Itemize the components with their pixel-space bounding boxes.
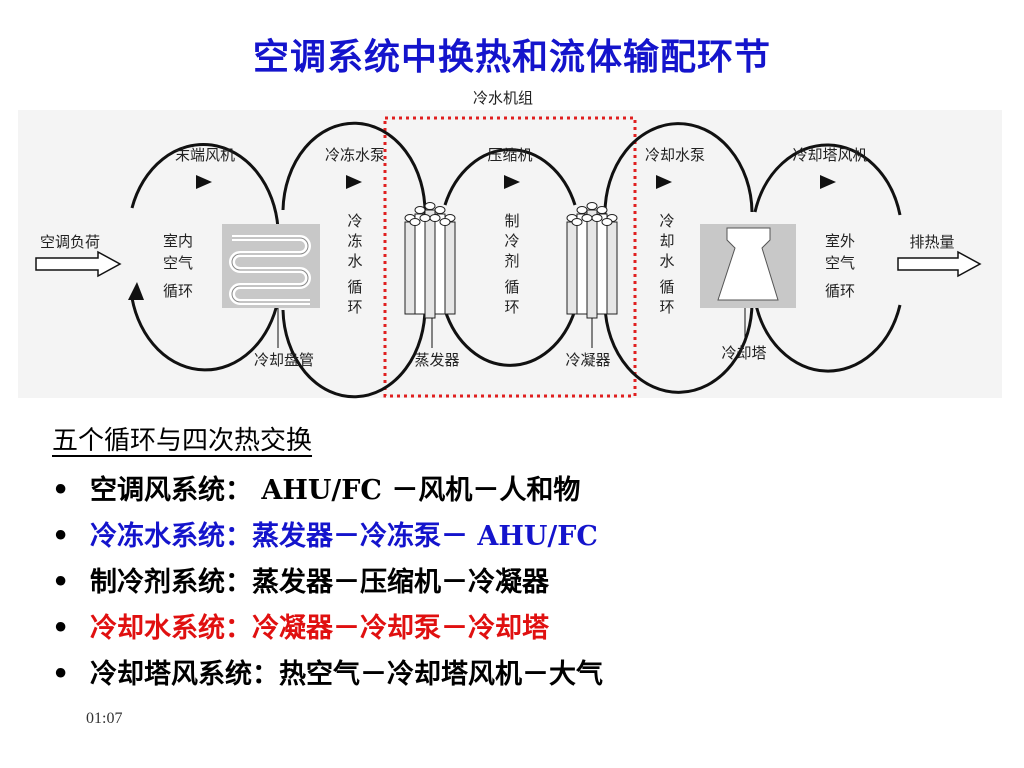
tube-end	[576, 206, 588, 214]
tube-end	[439, 218, 451, 226]
tube	[596, 213, 608, 315]
label-fan-end: 末端风机	[175, 146, 235, 164]
cycle-label-c1: 空气	[163, 254, 193, 272]
cycle-label-c1: 室内	[163, 232, 193, 250]
cycle-chilled-water	[281, 121, 427, 399]
tube	[606, 221, 618, 315]
cycle-label-c2: 循	[347, 278, 362, 296]
condenser-bundle	[566, 202, 618, 319]
bullet-text: 冷冻水系统：蒸发器－冷冻泵－ AHU/FC	[90, 521, 598, 552]
label-tower-fan: 冷却塔风机	[792, 146, 867, 164]
tube-end	[414, 206, 426, 214]
chiller-frame	[383, 116, 637, 398]
load-in-arrow	[35, 250, 122, 278]
tube	[424, 209, 436, 319]
label-coil: 冷却盘管	[254, 351, 314, 369]
cycle-label-c2: 水	[347, 252, 362, 270]
tube-end	[434, 206, 446, 214]
label-heat-out: 排热量	[909, 233, 954, 251]
cycle-label-c2: 环	[347, 298, 362, 316]
bullet-item: • 空调风系统： AHU/FC －风机－人和物	[52, 468, 603, 514]
cycle-label-c4: 却	[659, 232, 674, 250]
tube-end	[591, 214, 603, 222]
cycle-label-c2: 冷	[347, 212, 362, 230]
arrow-fan-end	[196, 175, 212, 189]
tube	[566, 221, 578, 315]
label-chw-pump: 冷冻水泵	[325, 146, 385, 164]
bullet-text: 冷却塔风系统：热空气－冷却塔风机－大气	[90, 659, 603, 690]
arrow-tower-fan	[820, 175, 836, 189]
bullet-list: • 空调风系统： AHU/FC －风机－人和物 • 冷冻水系统：蒸发器－冷冻泵－ AH…	[52, 468, 603, 698]
cycle-label-c5: 循环	[825, 282, 855, 300]
tube-end	[429, 214, 441, 222]
slide-title: 空调系统中换热和流体输配环节	[252, 37, 771, 78]
label-compressor: 压缩机	[487, 146, 532, 164]
label-condenser: 冷凝器	[565, 351, 610, 369]
tube	[404, 221, 416, 315]
bullet-dot: •	[52, 475, 70, 506]
section-subtitle: 五个循环与四次热交换	[52, 426, 313, 456]
bullet-item: • 制冷剂系统：蒸发器－压缩机－冷凝器	[52, 560, 603, 606]
bullet-dot: •	[52, 659, 70, 690]
cycle-label-c3: 剂	[504, 252, 519, 270]
tube	[586, 209, 598, 319]
tube-end	[571, 218, 583, 226]
cycle-label-c5: 室外	[825, 232, 855, 250]
cycle-label-c3: 环	[504, 298, 519, 316]
cycle-label-c3: 冷	[504, 232, 519, 250]
bullet-dot: •	[52, 613, 70, 644]
arrow-cw-pump	[656, 175, 672, 189]
bullet-text: 制冷剂系统：蒸发器－压缩机－冷凝器	[90, 567, 549, 598]
cycle-label-c4: 冷	[659, 212, 674, 230]
tube-end	[409, 218, 421, 226]
tube-end	[596, 206, 608, 214]
tube-end	[581, 214, 593, 222]
label-cw-pump: 冷却水泵	[645, 146, 705, 164]
cooling-coil	[222, 224, 320, 308]
chiller-label: 冷水机组	[473, 89, 533, 107]
label-tower: 冷却塔	[721, 344, 766, 362]
bullet-item: • 冷却塔风系统：热空气－冷却塔风机－大气	[52, 652, 603, 698]
tube-end	[424, 202, 436, 210]
arrow-indoor-bottom	[128, 282, 144, 300]
bullet-dot: •	[52, 521, 70, 552]
diagram-background	[18, 110, 1002, 398]
tube-end	[586, 202, 598, 210]
cycle-label-c4: 环	[659, 298, 674, 316]
tube-end	[601, 218, 613, 226]
tube-end	[419, 214, 431, 222]
system-diagram: 冷水机组 末端风机 冷冻水泵 压缩机 冷却水泵 冷却塔风机 空调负荷 排热量	[18, 89, 1002, 399]
cycle-label-c4: 水	[659, 252, 674, 270]
bullet-dot: •	[52, 567, 70, 598]
cycle-label-c5: 空气	[825, 254, 855, 272]
tube	[576, 213, 588, 315]
tube	[414, 213, 426, 315]
cycle-label-c4: 循	[659, 278, 674, 296]
cycle-label-c2: 冻	[347, 232, 362, 250]
cycle-outdoor-air	[753, 143, 902, 373]
tube	[444, 221, 456, 315]
cycle-label-c1: 循环	[163, 282, 193, 300]
arrow-chw-pump	[346, 175, 362, 189]
cycle-label-c3: 制	[504, 212, 519, 230]
cycle-refrigerant	[443, 148, 577, 367]
tube	[434, 213, 446, 315]
slide-time: 01:07	[86, 710, 123, 727]
bullet-text: 冷却水系统：冷凝器－冷却泵－冷却塔	[90, 613, 549, 644]
arrow-compressor	[504, 175, 520, 189]
label-load-in: 空调负荷	[40, 233, 100, 251]
cooling-tower	[700, 224, 796, 308]
bullet-item: • 冷却水系统：冷凝器－冷却泵－冷却塔	[52, 606, 603, 652]
cycle-indoor-air	[130, 143, 280, 372]
label-evaporator: 蒸发器	[414, 351, 459, 369]
cycle-label-c3: 循	[504, 278, 519, 296]
heat-out-arrow	[897, 250, 982, 278]
bullet-item: • 冷冻水系统：蒸发器－冷冻泵－ AHU/FC	[52, 514, 603, 560]
bullet-text: 空调风系统： AHU/FC －风机－人和物	[90, 475, 581, 506]
evaporator-bundle	[404, 202, 456, 319]
